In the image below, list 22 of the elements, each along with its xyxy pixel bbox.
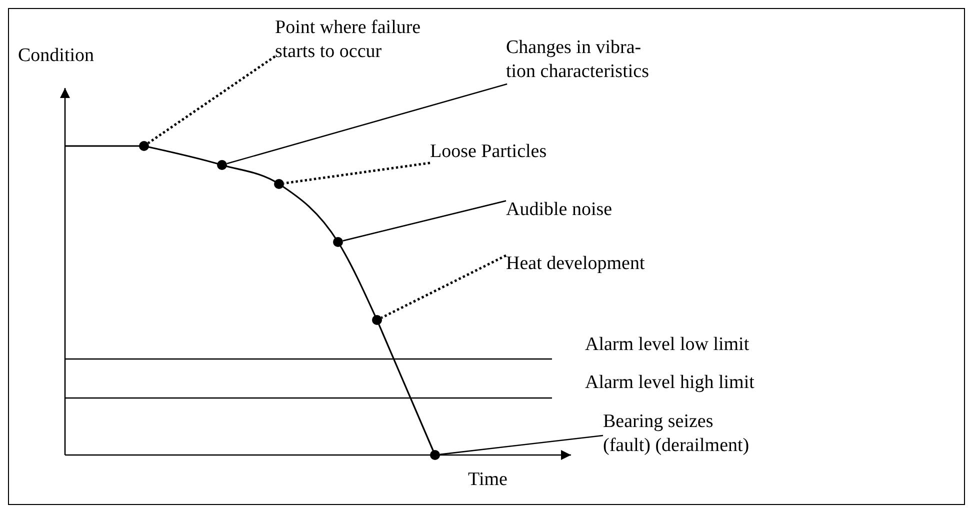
leader-line bbox=[440, 434, 604, 456]
data-point-dot bbox=[139, 141, 149, 151]
data-point-dot bbox=[372, 315, 382, 325]
callout-text: Point where failure starts to occur bbox=[275, 16, 460, 64]
data-point-dot bbox=[274, 179, 284, 189]
data-point-dot bbox=[430, 450, 440, 460]
alarm-level-label: Alarm level high limit bbox=[585, 371, 754, 395]
callout-text: Audible noise bbox=[506, 198, 636, 222]
alarm-level-label: Alarm level low limit bbox=[585, 333, 750, 357]
data-point-dot bbox=[217, 160, 227, 170]
data-point-dot bbox=[333, 237, 343, 247]
leader-line bbox=[226, 83, 508, 164]
axis-label: Condition bbox=[18, 44, 94, 68]
leader-line bbox=[147, 55, 276, 144]
leader-line bbox=[342, 200, 506, 242]
axis-label: Time bbox=[468, 468, 508, 492]
leader-line bbox=[284, 162, 430, 184]
callout-text: Bearing seizes (fault) (derailment) bbox=[603, 410, 760, 458]
callout-text: Changes in vibra- tion characteristics bbox=[506, 36, 671, 84]
callout-text: Heat development bbox=[506, 252, 666, 276]
leader-line bbox=[380, 254, 507, 319]
callout-text: Loose Particles bbox=[430, 140, 565, 164]
